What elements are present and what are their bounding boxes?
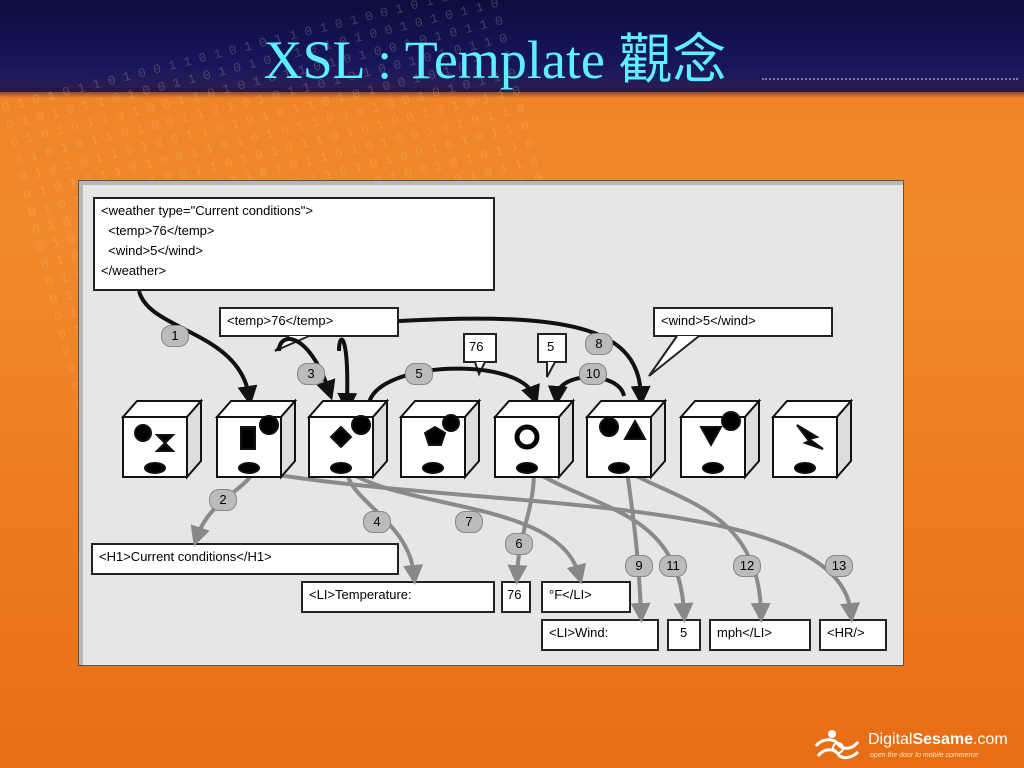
step-badge-5: 5 (405, 363, 433, 385)
arrow-6 (507, 470, 536, 585)
template-cube-7 (678, 398, 762, 480)
arrow-12 (626, 469, 771, 623)
output-h1-box: <H1>Current conditions</H1> (91, 543, 399, 575)
step-badge-11: 11 (659, 555, 687, 577)
v5-callout-tail (546, 361, 556, 378)
step-badge-4: 4 (363, 511, 391, 533)
output-mph-box: mph</LI> (709, 619, 811, 651)
title-banner (0, 0, 1024, 92)
step-badge-3: 3 (297, 363, 325, 385)
wind-node-box: <wind>5</wind> (653, 307, 833, 337)
step-badge-7: 7 (455, 511, 483, 533)
template-cubes (120, 398, 854, 480)
template-cube-4 (398, 398, 482, 480)
xml-source-box: <weather type="Current conditions"> <tem… (93, 197, 495, 291)
arrow-9 (625, 470, 651, 623)
brand-name: DigitalSesame.com (868, 731, 1008, 748)
output-temp-value-box: 76 (501, 581, 531, 613)
step-badge-6: 6 (505, 533, 533, 555)
arrow-3b (337, 337, 358, 413)
output-wind-value-box: 5 (667, 619, 701, 651)
template-cube-5 (492, 398, 576, 480)
arrow-11 (532, 469, 694, 623)
template-cube-8 (770, 398, 854, 480)
arrow-5 (367, 366, 540, 406)
template-cube-1 (120, 398, 204, 480)
banner-shadow (0, 88, 1024, 98)
template-cube-2 (214, 398, 298, 480)
step-badge-10: 10 (579, 363, 607, 385)
template-cube-3 (306, 398, 390, 480)
diagram-graphics (120, 290, 860, 623)
title-dotted-rule (762, 78, 1018, 80)
step-badge-13: 13 (825, 555, 853, 577)
arrow-1 (137, 290, 258, 406)
arrow-13 (253, 469, 860, 623)
output-li-temp-box: <LI>Temperature: (301, 581, 495, 613)
digitalsesame-logo-icon (814, 730, 860, 760)
brand-tagline: open the door to mobile commerce (870, 752, 979, 759)
slide-title: XSL : Template 觀念 (263, 30, 727, 90)
output-li-wind-box: <LI>Wind: (541, 619, 659, 651)
wind-callout-tail (648, 335, 700, 377)
output-hr-box: <HR/> (819, 619, 887, 651)
step-badge-2: 2 (209, 489, 237, 511)
input-flow-arrows (137, 290, 651, 413)
template-cube-6 (584, 398, 668, 480)
step-badge-12: 12 (733, 555, 761, 577)
step-badge-8: 8 (585, 333, 613, 355)
arrow-7 (345, 469, 587, 585)
step-badge-1: 1 (161, 325, 189, 347)
arrow-8 (398, 316, 651, 406)
value-5-box: 5 (537, 333, 567, 363)
diagram-panel: <weather type="Current conditions"> <tem… (78, 180, 904, 666)
step-badge-9: 9 (625, 555, 653, 577)
